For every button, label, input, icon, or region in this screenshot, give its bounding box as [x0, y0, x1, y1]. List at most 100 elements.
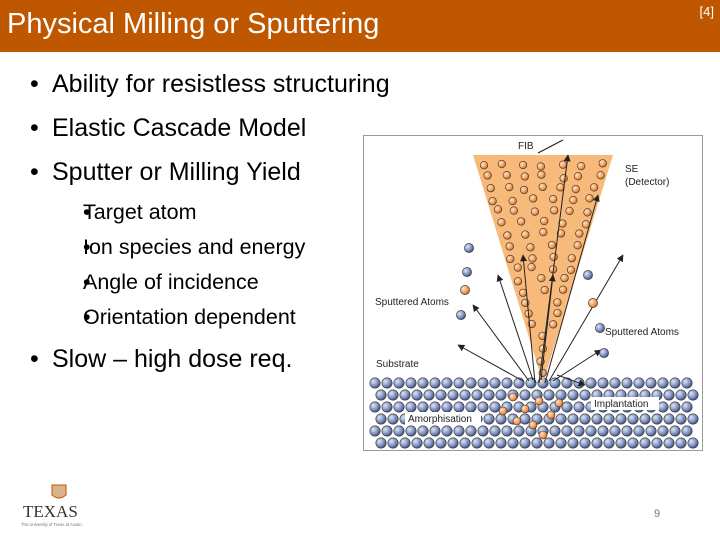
ion — [566, 265, 576, 275]
implanted-ion — [520, 404, 530, 414]
substrate-atom — [387, 389, 399, 401]
substrate-atom — [681, 425, 693, 437]
substrate-atom — [675, 413, 687, 425]
substrate-atom — [381, 425, 393, 437]
substrate-atom — [627, 437, 639, 449]
ion — [596, 171, 605, 180]
ion — [521, 230, 530, 239]
substrate-atom — [687, 437, 699, 449]
ion — [518, 160, 528, 170]
substrate-atom — [555, 389, 567, 401]
substrate-atom — [405, 377, 417, 389]
sputtered-atom — [464, 243, 474, 253]
substrate-atom — [495, 413, 507, 425]
substrate-atom — [651, 413, 663, 425]
substrate-atom — [387, 437, 399, 449]
ion — [558, 160, 568, 169]
ion — [513, 277, 523, 286]
ion-beam — [473, 155, 613, 383]
ion — [529, 194, 538, 203]
substrate-atom — [387, 413, 399, 425]
page-number: 9 — [654, 508, 661, 520]
ion — [486, 184, 495, 193]
ion — [550, 206, 559, 215]
substrate-atom — [483, 413, 495, 425]
substrate-atom — [477, 377, 489, 389]
substrate-atom — [579, 437, 591, 449]
substrate-atom — [603, 413, 615, 425]
sputtered-atom — [595, 323, 605, 333]
substrate-atom — [669, 425, 681, 437]
substrate-atom — [573, 425, 585, 437]
ion — [585, 194, 594, 203]
ion — [488, 197, 497, 206]
ion — [503, 231, 512, 240]
sub-bullet-4: •Orientation dependent — [83, 305, 296, 329]
substrate-atom — [513, 425, 525, 437]
substrate-atom — [441, 377, 453, 389]
substrate-atom — [393, 401, 405, 413]
trajectory-arrow — [540, 274, 556, 381]
trajectory-arrow — [544, 194, 600, 384]
ion — [553, 298, 562, 307]
substrate-atom — [459, 437, 471, 449]
ion — [505, 183, 514, 192]
substrate-atom — [621, 377, 633, 389]
substrate-atom — [393, 425, 405, 437]
substrate-atom — [411, 389, 423, 401]
substrate-atom — [645, 377, 657, 389]
substrate-atom — [609, 377, 621, 389]
substrate-atom — [489, 425, 501, 437]
substrate-atom — [429, 425, 441, 437]
substrate-atom — [417, 377, 429, 389]
ion — [527, 263, 536, 272]
substrate-atom — [459, 389, 471, 401]
label-sputtered-right: Sputtered Atoms — [605, 327, 679, 338]
substrate-atom — [405, 401, 417, 413]
trajectory-arrow — [552, 349, 602, 382]
sputtered-atom — [462, 267, 472, 277]
substrate-atom — [591, 437, 603, 449]
substrate-atom — [465, 377, 477, 389]
substrate-atom — [519, 389, 531, 401]
substrate-atom — [657, 425, 669, 437]
trajectory-arrows — [457, 154, 624, 387]
ion — [479, 161, 489, 170]
substrate-atom — [405, 425, 417, 437]
sub-bullet-3: •Angle of incidence — [83, 270, 259, 294]
substrate-atom — [489, 377, 501, 389]
substrate-atom — [669, 377, 681, 389]
ion — [558, 219, 567, 228]
ion — [560, 273, 569, 283]
ion — [519, 185, 529, 195]
substrate-atom — [603, 437, 615, 449]
ion — [536, 162, 545, 171]
ion — [528, 254, 537, 263]
substrate-atom — [441, 401, 453, 413]
logo-wordmark: TEXAS — [23, 502, 78, 521]
substrate-atom — [465, 425, 477, 437]
ion — [569, 196, 578, 205]
label-amorphisation: Amorphisation — [408, 414, 472, 425]
trajectory-arrow — [556, 374, 586, 387]
label-sputtered-left: Sputtered Atoms — [375, 297, 449, 308]
substrate-atom — [543, 437, 555, 449]
substrate-atom — [495, 437, 507, 449]
sputtered-atom — [599, 348, 609, 358]
substrate-atom — [561, 377, 573, 389]
substrate-atom — [483, 437, 495, 449]
trajectory-arrow — [520, 254, 536, 384]
trajectory-arrow — [457, 344, 524, 382]
substrate-atom — [585, 377, 597, 389]
substrate-atom — [369, 377, 381, 389]
ion — [575, 229, 584, 238]
ion — [537, 274, 546, 283]
ion — [553, 308, 562, 318]
trajectory-arrow — [472, 304, 530, 382]
ion — [571, 184, 580, 194]
implanted-ion — [508, 392, 518, 402]
ion — [493, 205, 503, 214]
substrate-atom — [393, 377, 405, 389]
ut-logo: TEXAS The University of Texas at Austin — [21, 484, 82, 527]
logo-tagline: The University of Texas at Austin — [21, 522, 82, 527]
